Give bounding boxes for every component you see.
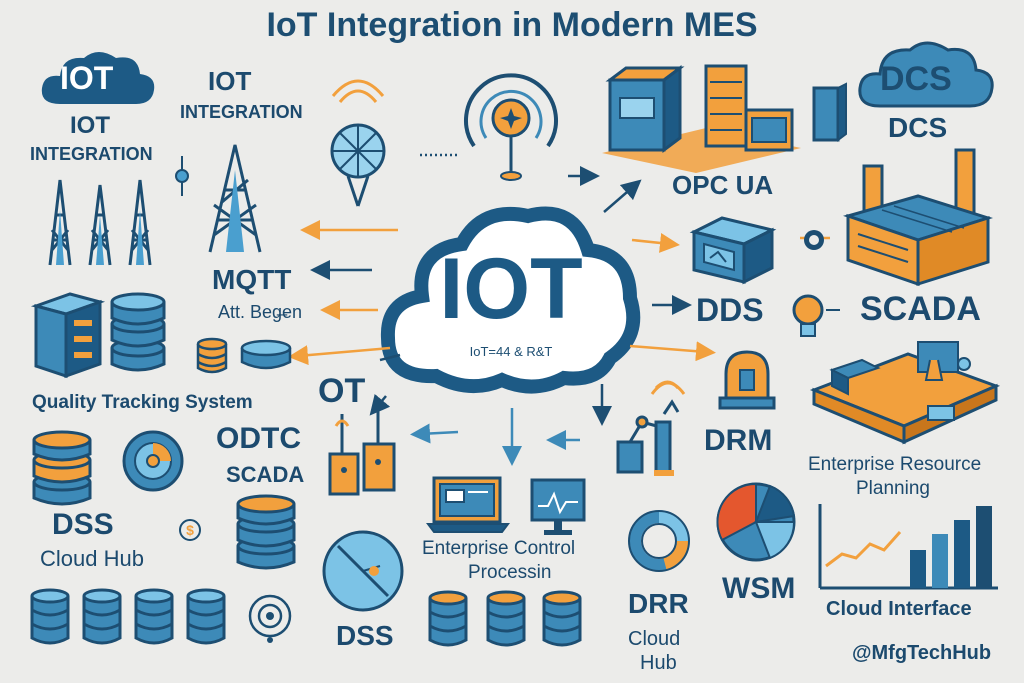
dcs-badge-text: DCS	[880, 60, 952, 98]
iot-cloud-badge	[41, 52, 155, 104]
ecp-label-2: Processin	[468, 562, 552, 583]
server-cluster-icon	[602, 64, 801, 173]
dollar-icon: $	[179, 519, 201, 541]
dds-label: DDS	[696, 292, 764, 328]
database-orange-icon	[32, 430, 92, 506]
wsm-label: WSM	[722, 572, 796, 605]
disk-icon	[240, 339, 292, 370]
pie-chart-icon	[716, 482, 796, 562]
node-icon	[175, 156, 189, 196]
att-begin-label: Att. Beg̶en	[218, 302, 303, 322]
cloud-interface-label: Cloud Interface	[826, 598, 972, 620]
dcs-cloud-badge	[858, 41, 994, 108]
lightbulb-icon	[792, 294, 840, 337]
erp-label-1: Enterprise Resource	[808, 454, 982, 475]
central-iot-cloud	[380, 206, 641, 394]
ot-label: OT	[318, 372, 366, 410]
cloud-hub-left-label: Cloud Hub	[40, 546, 144, 571]
donut-chart-icon	[628, 510, 690, 572]
bar-line-chart-icon	[818, 504, 998, 590]
quality-tracking-label: Quality Tracking System	[32, 392, 253, 413]
factory-icon	[842, 148, 994, 287]
monitor-icon	[530, 478, 586, 535]
dss-left-label: DSS	[52, 508, 114, 541]
drr-label: DRR	[628, 588, 689, 619]
erp-label-2: Planning	[856, 478, 930, 499]
ot-device-icon	[328, 408, 396, 496]
mqtt-label: MQTT	[212, 264, 292, 295]
gauge-icon	[122, 430, 184, 492]
production-line-icon	[809, 341, 1001, 445]
rack-server-icon	[30, 292, 106, 379]
database-small-icon	[196, 337, 228, 374]
compass-icon	[322, 530, 404, 612]
database-bottom-row-icon	[428, 590, 582, 647]
alarm-beacon-icon	[718, 350, 776, 410]
ecp-label-1: Enterprise Control	[422, 538, 576, 559]
robot-arm-icon	[616, 380, 686, 476]
dds-hardware-icon	[689, 216, 777, 285]
antenna-icon	[330, 79, 386, 207]
server-tower-icon	[812, 82, 847, 142]
signal-ring-icon	[248, 594, 292, 643]
cloud-hub-bottom-2: Hub	[640, 652, 677, 674]
database-row-icon	[30, 588, 226, 645]
small-sensor-icon	[804, 230, 824, 250]
iot-integration-label-1: IOT	[70, 112, 110, 139]
central-iot-title: IOT	[439, 241, 583, 337]
central-iot-subtitle: IoT=44 & R&T	[469, 344, 553, 359]
database-stack-icon	[110, 292, 166, 372]
handle-label: @MfgTechHub	[852, 642, 992, 664]
iot-integration-sub-2: INTEGRATION	[180, 102, 303, 122]
svg-text:$: $	[186, 522, 194, 538]
iot-integration-label-2: IOT	[208, 66, 252, 96]
cloud-hub-bottom-1: Cloud	[628, 628, 681, 650]
drm-label: DRM	[704, 424, 773, 457]
scada-left-label: SCADA	[226, 462, 305, 487]
scada-right-label: SCADA	[860, 290, 981, 328]
iot-badge-text: IOT	[60, 60, 114, 96]
opc-ua-label: OPC UA	[672, 170, 774, 200]
iot-integration-sub-1: INTEGRATION	[30, 144, 153, 164]
odtc-label: ODTC	[216, 422, 301, 455]
dcs-label: DCS	[888, 112, 948, 143]
tower-icon	[48, 179, 152, 266]
sensor-beacon-icon	[464, 73, 558, 181]
database-orange-middle-icon	[236, 494, 296, 570]
laptop-icon	[426, 476, 510, 533]
tower-icon-large	[208, 144, 262, 253]
dss-bottom-label: DSS	[336, 620, 394, 651]
page-title: IoT Integration in Modern MES	[266, 6, 758, 44]
